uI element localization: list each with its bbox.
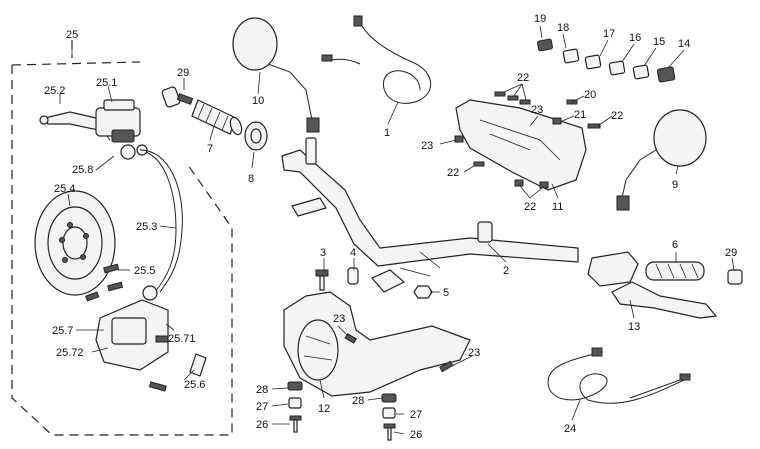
switch-buttons [537,38,676,83]
callout-22-bottom: 22 [524,201,536,213]
callout-26-left: 26 [256,419,268,431]
callout-3: 3 [320,247,326,259]
throttle-cable [321,15,432,104]
switch-housing [455,99,587,191]
callout-14: 14 [678,38,690,50]
cover-screws [344,333,454,373]
callout-25-8: 25.8 [72,164,93,176]
callout-23-left: 23 [421,140,433,152]
callout-23-cover: 23 [333,313,345,325]
callout-17: 17 [603,28,615,40]
brake-lever [39,111,111,141]
callout-28-right: 28 [352,395,364,407]
handlebar-cover [283,291,471,397]
callout-23-housing: 23 [531,104,543,116]
callout-8: 8 [248,173,254,185]
callout-21: 21 [574,109,586,121]
brake-boundary-top [11,61,141,66]
callout-12: 12 [318,403,330,415]
callout-22-right: 22 [611,110,623,122]
callout-25: 25 [66,29,78,41]
right-switch [587,251,639,287]
callout-7: 7 [207,143,213,155]
callout-20: 20 [584,89,596,101]
brake-disc [34,190,116,296]
nut [413,285,433,299]
right-grip [645,261,743,285]
handlebar [281,137,579,293]
callout-27-left: 27 [256,401,268,413]
left-grip [191,99,243,136]
callout-25-2: 25.2 [44,85,65,97]
callout-25-6: 25.6 [184,379,205,391]
callout-13: 13 [628,321,640,333]
callout-6: 6 [672,239,678,251]
callout-25-3: 25.3 [136,221,157,233]
callout-28-left: 28 [256,384,268,396]
brake-caliper [95,285,169,371]
mount-stack-left [287,381,303,433]
clamp-bolt [315,269,329,291]
callout-2: 2 [503,265,509,277]
master-cylinder [95,99,141,143]
callout-24: 24 [564,423,576,435]
throttle-clamp [244,121,268,151]
rear-brake-cable [547,347,691,404]
callout-labels: 25 25.1 25.2 25.8 25.4 25.3 25.5 25.7 25… [44,13,737,441]
callout-29-left: 29 [177,67,189,79]
callout-11: 11 [552,201,563,213]
callout-9: 9 [672,179,678,191]
callout-25-7: 25.7 [52,325,73,337]
bushing [347,267,359,285]
callout-27-right: 27 [410,409,422,421]
right-brake-lever [611,281,718,319]
leader-lines [59,25,735,435]
left-mirror [232,17,320,133]
callout-15: 15 [653,36,665,48]
callout-29-right: 29 [725,247,737,259]
callout-25-4: 25.4 [54,183,75,195]
callout-25-71: 25.71 [168,333,196,345]
right-mirror [616,109,707,211]
disc-bolts [85,263,124,302]
mount-stack-right [381,393,397,441]
callout-18: 18 [557,22,569,34]
brake-hose [139,149,183,293]
callout-19: 19 [534,13,546,25]
callout-4: 4 [350,247,356,259]
callout-10: 10 [252,95,264,107]
callout-23-right: 23 [468,347,480,359]
callout-16: 16 [629,32,641,44]
callout-26-right: 26 [410,429,422,441]
banjo-bolt [120,144,148,160]
callout-1: 1 [384,127,390,139]
callout-5: 5 [443,287,449,299]
callout-25-5: 25.5 [134,265,155,277]
left-bar-end [161,86,194,108]
callout-25-72: 25.72 [56,347,84,359]
callout-22-top: 22 [517,72,529,84]
callout-25-1: 25.1 [96,77,117,89]
callout-22-left: 22 [447,167,459,179]
